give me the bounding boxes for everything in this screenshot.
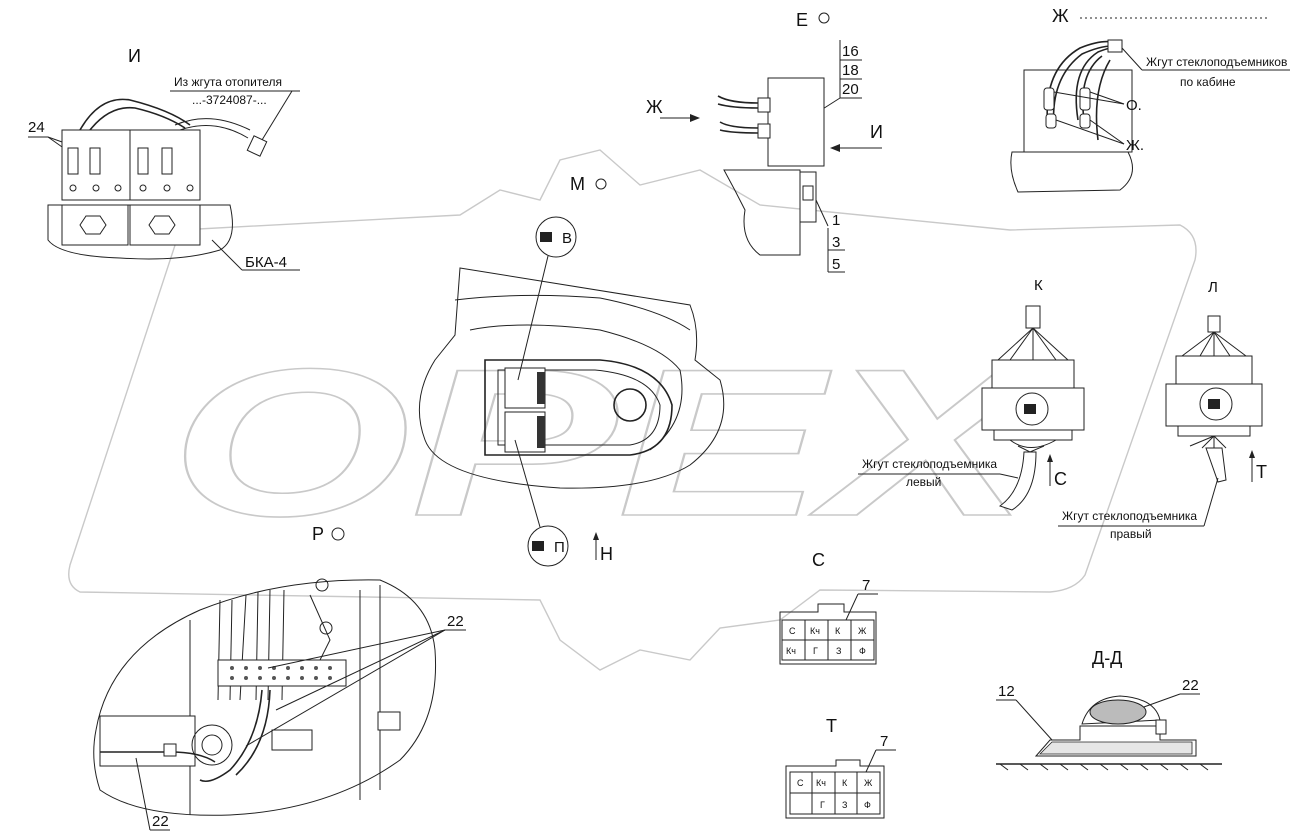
switch-p-label: П bbox=[554, 539, 565, 556]
view-i-pos-24: 24 bbox=[28, 119, 45, 136]
view-l-arrow-t: Т bbox=[1256, 462, 1267, 482]
connector-s-grid: С Кч К Ж Кч Г З Ф bbox=[781, 619, 875, 661]
watermark: OPEX bbox=[68, 149, 1197, 671]
relay-num-20: 20 bbox=[842, 81, 859, 98]
section-dd: Д-Д 12 22 bbox=[996, 648, 1222, 771]
relay-assembly: Е 16 18 20 Ж И 1 3 5 bbox=[646, 10, 883, 273]
view-l: Л Т Жгут стеклоподъемника правый bbox=[1058, 279, 1267, 541]
bottom-pos-22-bottom: 22 bbox=[152, 813, 169, 830]
view-k-harness-1: Жгут стеклоподъемника bbox=[862, 457, 997, 471]
view-zh-harness-1: Жгут стеклоподъемников bbox=[1146, 55, 1287, 69]
view-e-label: Е bbox=[796, 10, 808, 30]
view-zh-mark-zh: Ж. bbox=[1126, 137, 1144, 154]
connector-s-pin-8: Ф bbox=[859, 646, 866, 656]
view-l-harness-1: Жгут стеклоподъемника bbox=[1062, 509, 1197, 523]
watermark-gear-outline bbox=[68, 149, 1197, 671]
connector-s-pin-4: Ж bbox=[858, 626, 867, 636]
connector-s: С 7 С Кч К Ж Кч Г З Ф bbox=[779, 550, 878, 665]
view-i: И Из жгута отопителя ...-3724087-... 24 … bbox=[28, 46, 300, 271]
view-zh-label: Ж bbox=[1052, 6, 1069, 26]
relay-arrow-i-label: И bbox=[870, 122, 883, 142]
view-k-label: К bbox=[1034, 277, 1043, 294]
relay-arrow-zh-label: Ж bbox=[646, 97, 663, 117]
view-e-marker bbox=[818, 12, 830, 24]
view-m-marker bbox=[595, 178, 607, 190]
connector-t-grid: С Кч К Ж Г З Ф bbox=[789, 771, 881, 815]
relay-num-3: 3 bbox=[832, 234, 840, 251]
connector-s-pin-5: Кч bbox=[786, 646, 796, 656]
connector-s-label: С bbox=[812, 550, 825, 570]
view-zh-harness-2: по кабине bbox=[1180, 75, 1236, 89]
relay-num-18: 18 bbox=[842, 62, 859, 79]
switch-p-callout bbox=[527, 525, 569, 567]
view-i-label: И bbox=[128, 46, 141, 66]
connector-s-pin-3: К bbox=[835, 626, 841, 636]
view-k-harness-2: левый bbox=[906, 475, 941, 489]
connector-s-pin-7: З bbox=[836, 646, 841, 656]
connector-t-pin-4: Ж bbox=[864, 778, 873, 788]
connector-t-pin-3: К bbox=[842, 778, 848, 788]
view-l-harness-2: правый bbox=[1110, 527, 1152, 541]
connector-t-pin-6: Г bbox=[820, 800, 825, 810]
section-dd-pos-12: 12 bbox=[998, 683, 1015, 700]
connector-t-pin-7: З bbox=[842, 800, 847, 810]
connector-s-pin-2: Кч bbox=[810, 626, 820, 636]
connector-t: Т 7 С Кч К Ж Г З Ф bbox=[785, 716, 896, 819]
view-k-arrow-s: С bbox=[1054, 469, 1067, 489]
connector-s-pin-1: С bbox=[789, 626, 796, 636]
connector-t-label: Т bbox=[826, 716, 837, 736]
view-r-label: Р bbox=[312, 524, 324, 544]
view-m-label: М bbox=[570, 174, 585, 194]
connector-s-pin-6: Г bbox=[813, 646, 818, 656]
view-zh-mark-o: О. bbox=[1126, 97, 1142, 114]
view-i-bka-label: БКА-4 bbox=[245, 254, 287, 271]
view-r-marker bbox=[331, 527, 345, 541]
switch-v-callout bbox=[535, 216, 577, 258]
view-i-harness-note-2: ...-3724087-... bbox=[192, 93, 267, 107]
console: В П Н bbox=[418, 216, 725, 567]
view-i-harness-note-1: Из жгута отопителя bbox=[174, 75, 282, 89]
relay-body bbox=[767, 77, 825, 167]
bottom-detail: 22 22 bbox=[93, 578, 466, 831]
relay-num-5: 5 bbox=[832, 256, 840, 273]
section-dd-label: Д-Д bbox=[1092, 648, 1122, 668]
relay-num-1: 1 bbox=[832, 212, 840, 229]
view-k: К Жгут стеклоподъемника левый С bbox=[858, 277, 1085, 511]
bottom-pos-22-top: 22 bbox=[447, 613, 464, 630]
connector-t-pin-1: С bbox=[797, 778, 804, 788]
connector-t-pin-2: Кч bbox=[816, 778, 826, 788]
view-l-label: Л bbox=[1208, 279, 1218, 296]
connector-t-pin-8: Ф bbox=[864, 800, 871, 810]
section-dd-pos-22: 22 bbox=[1182, 677, 1199, 694]
switch-v-label: В bbox=[562, 230, 572, 247]
connector-s-pos: 7 bbox=[862, 577, 870, 594]
arrow-n-label: Н bbox=[600, 544, 613, 564]
connector-t-pos: 7 bbox=[880, 733, 888, 750]
relay-num-16: 16 bbox=[842, 43, 859, 60]
watermark-text: OPEX bbox=[170, 325, 1046, 560]
view-zh: Ж Жгут стеклоподъемников по кабине О. Ж. bbox=[1010, 6, 1290, 193]
